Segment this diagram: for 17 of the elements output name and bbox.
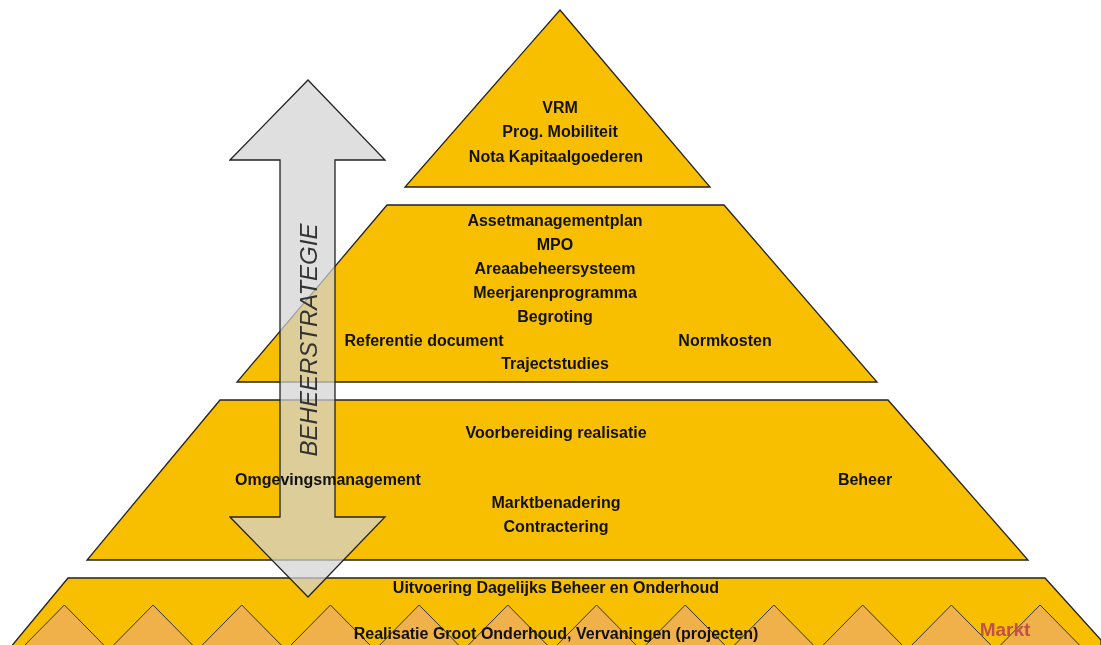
tier-item-label: Marktbenadering <box>491 493 621 512</box>
arrow-label: BEHEERSTRATEGIE <box>295 223 323 457</box>
tier-item-label: Contractering <box>503 517 609 536</box>
tier-item-label: Begroting <box>517 307 593 326</box>
tier-item-label: Assetmanagementplan <box>467 211 643 230</box>
tier-item-label: Meerjarenprogramma <box>473 283 637 302</box>
tier-item-label: Normkosten <box>678 331 772 350</box>
tier-item-label: Uitvoering Dagelijks Beheer en Onderhoud <box>392 578 720 597</box>
tier-item-label: MPO <box>536 235 574 254</box>
tier-item-label: Voorbereiding realisatie <box>465 423 647 442</box>
tier-item-label: Beheer <box>837 470 893 489</box>
tier-item-label: Areaabeheersysteem <box>474 259 636 278</box>
tier-item-label: VRM <box>542 98 578 117</box>
tier-item-label: Prog. Mobiliteit <box>502 122 618 141</box>
tier-item-label: Trajectstudies <box>501 354 609 373</box>
tier-item-label: Referentie document <box>344 331 504 350</box>
tier-item-label: Nota Kapitaalgoederen <box>468 147 644 166</box>
